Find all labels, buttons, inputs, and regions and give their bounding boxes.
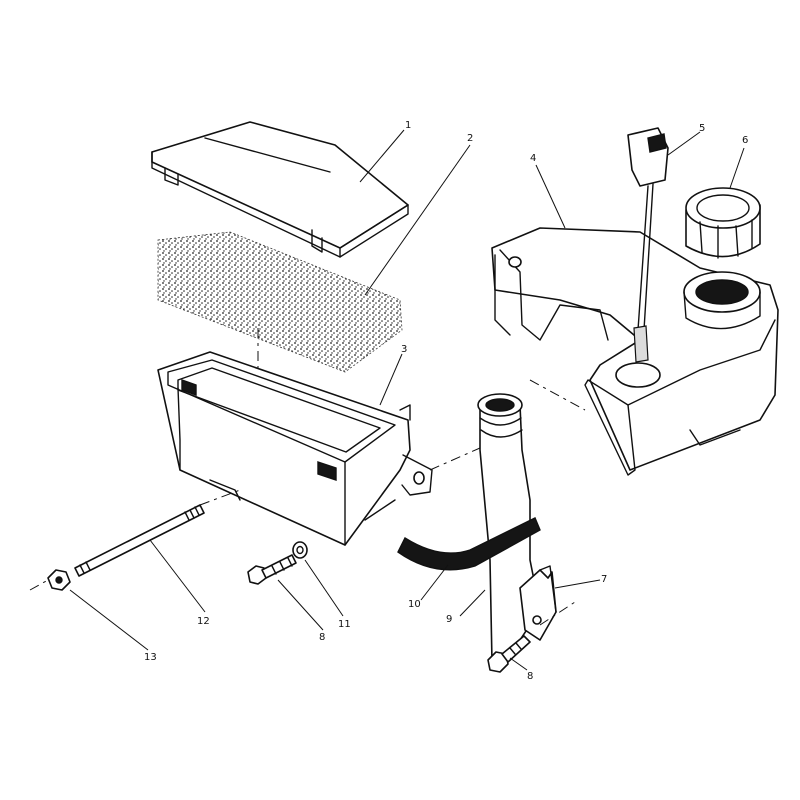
bolt-right (487, 635, 531, 673)
callout-5: 5 (699, 123, 705, 134)
air-cleaner-base (157, 351, 433, 546)
fuel-hose (397, 517, 541, 571)
alignment-lines (29, 328, 586, 626)
callout-2: 2 (467, 133, 473, 144)
callout-13: 13 (144, 652, 157, 663)
callout-10: 10 (408, 599, 421, 610)
bracket (519, 565, 557, 641)
bolt-left (247, 554, 297, 585)
fuel-cap (683, 187, 761, 330)
nut (47, 569, 71, 591)
callout-8-left: 8 (319, 632, 325, 643)
callouts: 1 2 3 4 5 6 7 8 8 9 10 11 12 13 (144, 120, 748, 682)
callout-12: 12 (197, 616, 210, 627)
leader-lines (69, 129, 745, 671)
callout-9: 9 (446, 614, 452, 625)
callout-1: 1 (405, 120, 411, 131)
callout-6: 6 (742, 135, 748, 146)
air-cleaner-cover (151, 121, 409, 258)
callout-8-right: 8 (527, 671, 533, 682)
washer (292, 541, 308, 559)
callout-7: 7 (601, 574, 607, 585)
long-bolt (74, 504, 205, 577)
callout-11: 11 (338, 619, 351, 630)
callout-3: 3 (401, 344, 407, 355)
dipstick (627, 127, 669, 363)
foam-element (157, 231, 403, 373)
callout-4: 4 (530, 153, 536, 164)
